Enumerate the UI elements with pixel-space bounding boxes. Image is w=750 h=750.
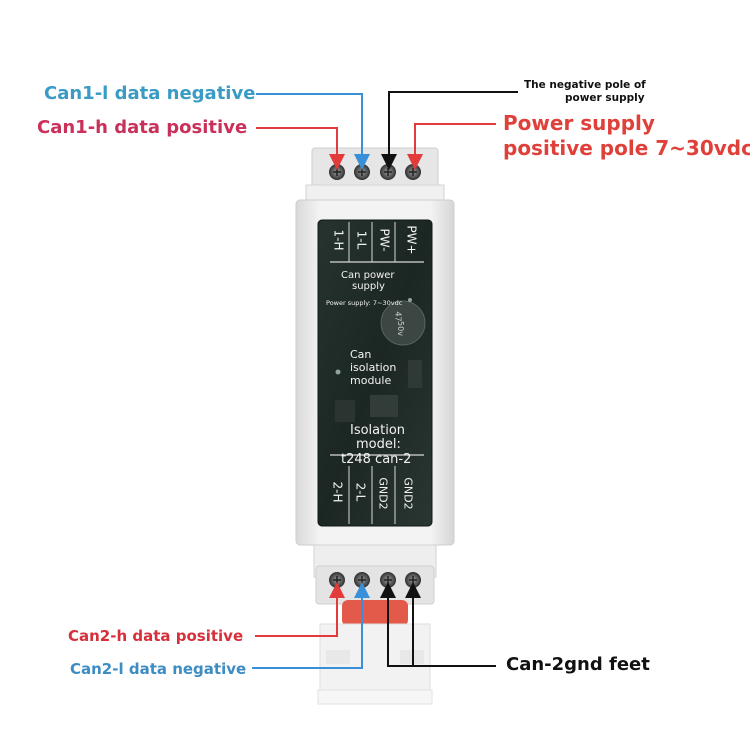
label-power-1: Power supply <box>503 111 655 135</box>
module-name-3: module <box>350 374 392 387</box>
arrow-can1-l <box>256 93 370 170</box>
pin-1h: 1-H <box>331 229 345 251</box>
pin-gnd2-b: GND2 <box>401 477 415 510</box>
label-can2-h: Can2-h data positive <box>68 627 244 645</box>
arrow-can2-h <box>255 582 345 637</box>
arrow-can2-gnd <box>380 582 496 667</box>
model-line-3: t248 can-2 <box>341 452 412 467</box>
capacitor <box>380 300 426 346</box>
front-panel <box>317 219 433 527</box>
power-spec: Power supply: 7~30vdc <box>326 299 403 307</box>
label-can2-gnd: Can-2gnd feet <box>506 654 650 675</box>
label-can2-l: Can2-l data negative <box>70 660 247 678</box>
label-neg-pole-1: The negative pole of <box>524 79 646 91</box>
arrow-can2-l <box>252 582 370 669</box>
model-line-2: model: <box>356 437 401 452</box>
label-neg-pole-2: power supply <box>565 92 645 104</box>
model-line-1: Isolation <box>350 423 406 438</box>
arrow-neg-pole <box>381 91 518 170</box>
arrow-power <box>407 123 496 170</box>
pin-2h: 2-H <box>330 481 344 503</box>
module-name-1: Can <box>350 348 372 361</box>
din-clip <box>342 600 408 626</box>
capacitor-label-2: 50v <box>395 321 405 336</box>
label-can1-l: Can1-l data negative <box>44 83 256 104</box>
pin-pw-plus: PW+ <box>404 225 419 255</box>
pin-1l: 1-L <box>354 230 368 250</box>
pin-pw-minus: PW- <box>377 228 392 252</box>
power-title-1: Can power <box>341 270 395 281</box>
power-title-2: supply <box>352 281 385 292</box>
label-power-2: positive pole 7~30vdc <box>503 136 750 160</box>
label-can1-h: Can1-h data positive <box>37 117 248 138</box>
arrow-can1-h <box>256 127 345 170</box>
module-name-2: isolation <box>350 361 397 374</box>
